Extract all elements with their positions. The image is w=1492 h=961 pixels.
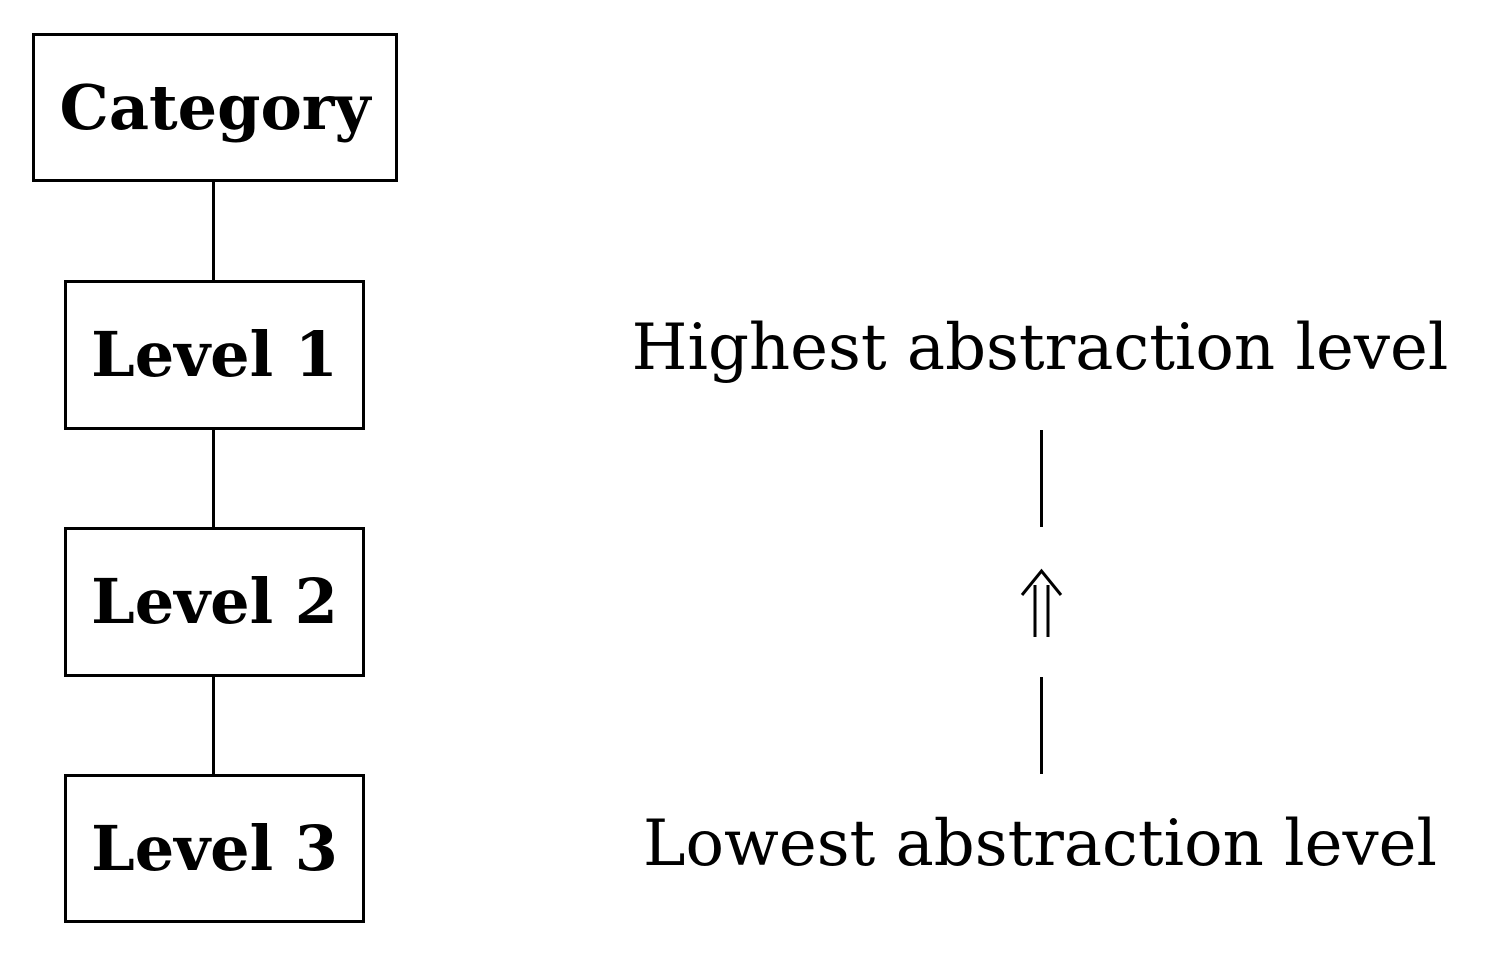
- double-arrow-up-icon: [1020, 568, 1063, 637]
- node-label: Level 1: [91, 318, 338, 391]
- node-category: Category: [32, 33, 398, 182]
- scale-line-top: [1040, 430, 1043, 527]
- lowest-abstraction-label: Lowest abstraction level: [643, 807, 1437, 881]
- node-level-1: Level 1: [64, 280, 365, 430]
- connector-level-1-level-2: [212, 430, 215, 527]
- node-level-3: Level 3: [64, 774, 365, 923]
- connector-category-level-1: [212, 182, 215, 280]
- node-level-2: Level 2: [64, 527, 365, 677]
- highest-abstraction-label: Highest abstraction level: [631, 311, 1449, 385]
- connector-level-2-level-3: [212, 677, 215, 774]
- node-label: Level 3: [91, 811, 338, 885]
- node-label: Category: [59, 70, 371, 144]
- scale-line-bottom: [1040, 677, 1043, 774]
- node-label: Level 2: [91, 565, 338, 638]
